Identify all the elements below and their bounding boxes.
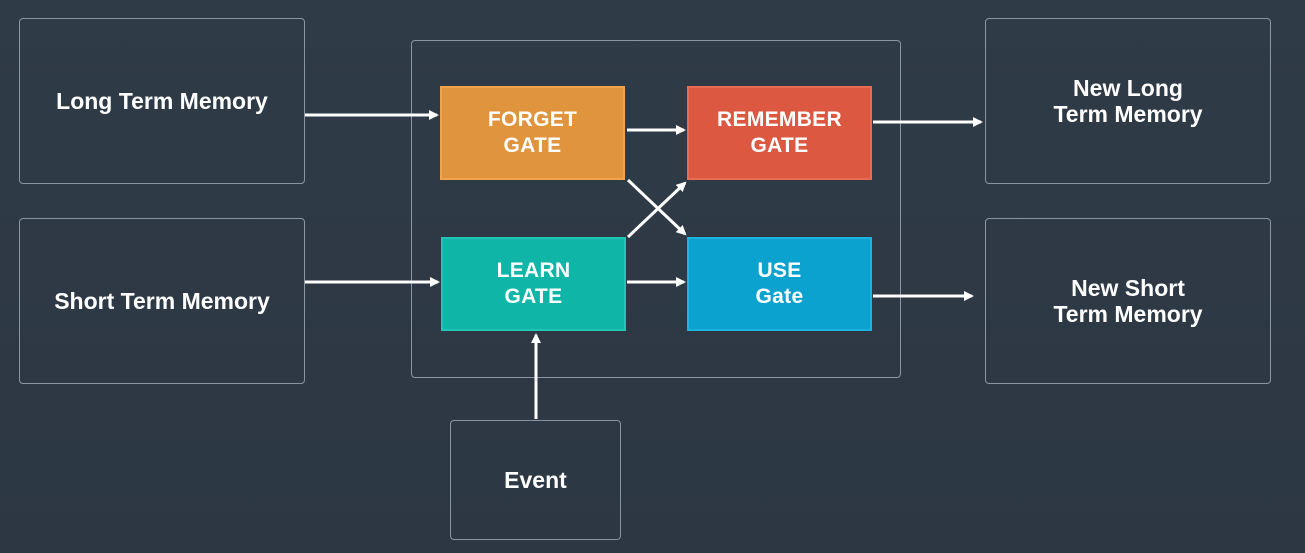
- new-long-term-memory-label: New Long Term Memory: [1053, 75, 1203, 127]
- use-gate-label: USE Gate: [755, 259, 804, 308]
- arrow-learn-to-remember: [626, 181, 687, 239]
- new-short-term-memory-label: New Short Term Memory: [1053, 275, 1203, 327]
- remember-gate: REMEMBER GATE: [687, 86, 872, 180]
- long-term-memory-label: Long Term Memory: [56, 88, 268, 114]
- short-term-memory-label: Short Term Memory: [54, 288, 270, 314]
- new-long-term-memory-box: New Long Term Memory: [985, 18, 1271, 184]
- long-term-memory-box: Long Term Memory: [19, 18, 305, 184]
- new-short-term-memory-box: New Short Term Memory: [985, 218, 1271, 384]
- remember-gate-label: REMEMBER GATE: [717, 108, 842, 157]
- learn-gate: LEARN GATE: [441, 237, 626, 331]
- event-box: Event: [450, 420, 621, 540]
- forget-gate: FORGET GATE: [440, 86, 625, 180]
- event-label: Event: [504, 467, 567, 493]
- arrow-forget-to-use: [626, 178, 687, 236]
- gates-container: [411, 40, 901, 378]
- use-gate: USE Gate: [687, 237, 872, 331]
- learn-gate-label: LEARN GATE: [496, 259, 571, 308]
- forget-gate-label: FORGET GATE: [487, 108, 578, 157]
- short-term-memory-box: Short Term Memory: [19, 218, 305, 384]
